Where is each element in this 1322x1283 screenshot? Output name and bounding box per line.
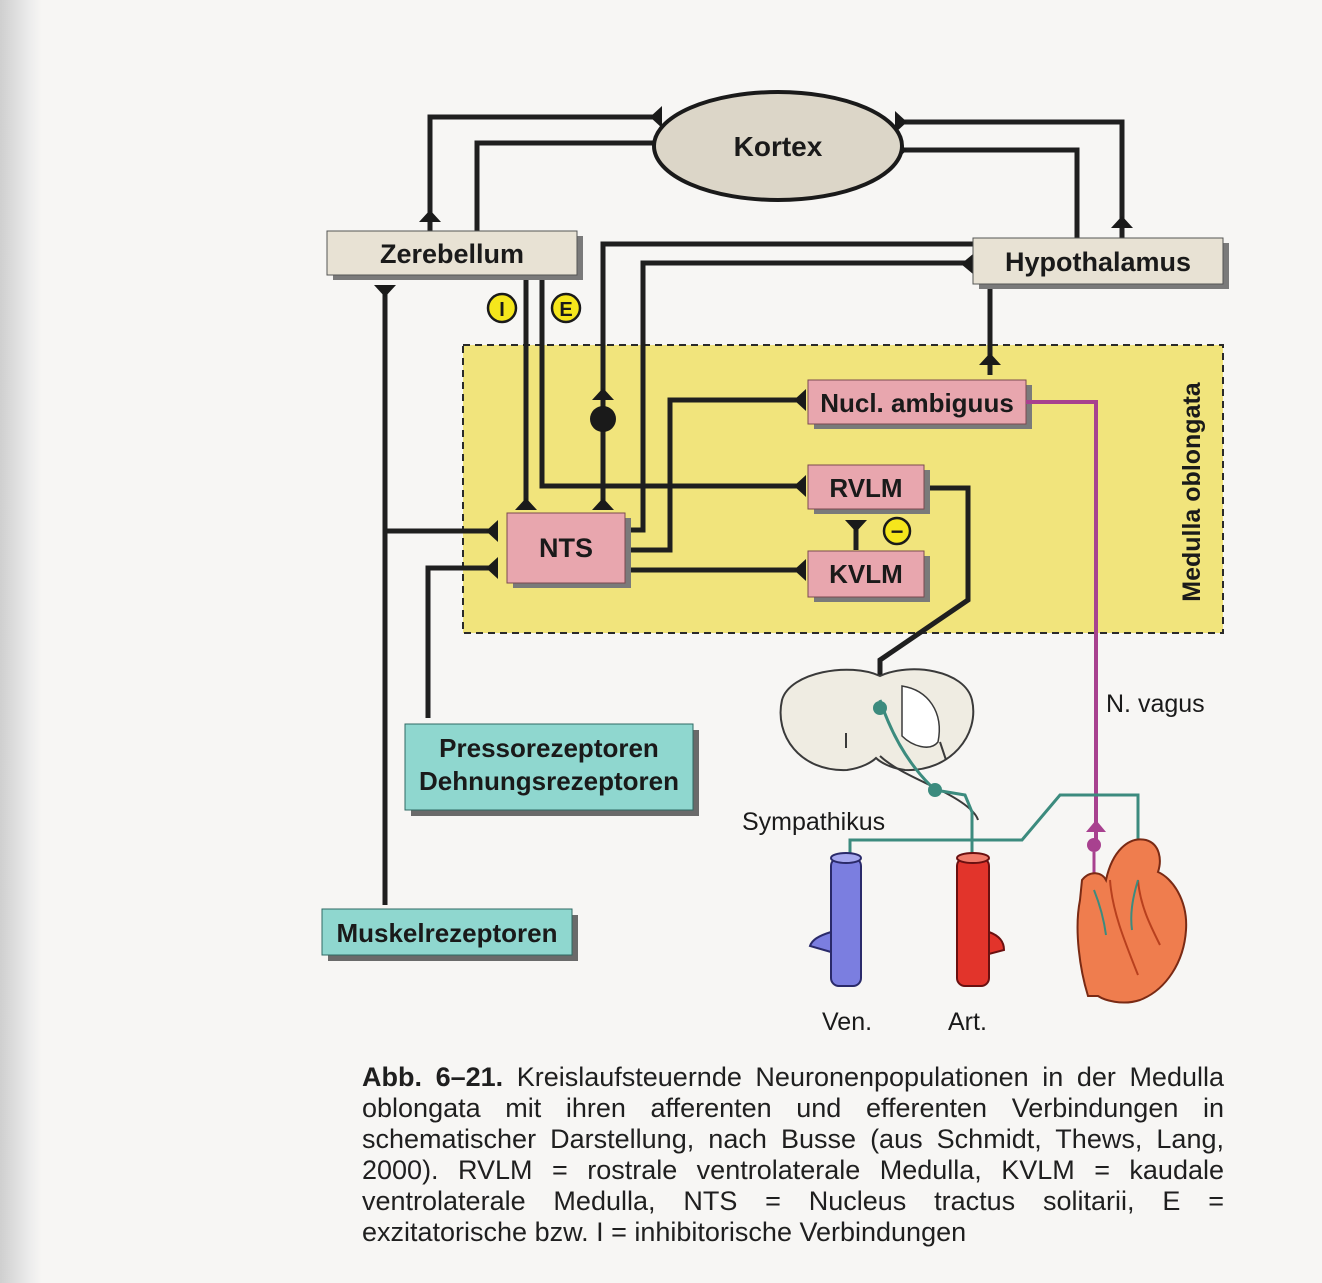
svg-text:E: E [559, 299, 572, 321]
arrowhead-hypothalamus-top [1111, 216, 1133, 228]
line-hypothalamus-to-kortex [895, 147, 1080, 238]
kvlm-label: KVLM [829, 559, 903, 589]
page-gutter-shadow [0, 0, 42, 1283]
kortex-node [652, 90, 904, 202]
muskelrezeptoren-node: Muskelrezeptoren [321, 908, 578, 961]
heart-icon [1076, 838, 1188, 1004]
line-nts-ambiguus [623, 397, 806, 553]
connection-lines [382, 114, 1125, 905]
artery-vessel [956, 852, 1006, 987]
figure-caption-text: Kreislaufsteuernde Neuronenpopulationen … [362, 1062, 1224, 1247]
nts-label: NTS [539, 533, 593, 563]
line-hypothalamus-nts-2 [623, 260, 973, 533]
arrowhead-zerebellum-bottom [374, 285, 396, 297]
arrowhead-ambiguus-top [979, 353, 1001, 365]
line-hypothalamus-nts-1 [600, 241, 973, 410]
hypothalamus-node: Hypothalamus [972, 237, 1229, 289]
arrowhead-hypothalamus-left [961, 254, 973, 274]
arrowhead-kvlm-left [794, 559, 806, 581]
excitatory-badge: E [550, 292, 582, 324]
arrowhead-nts-top-1 [515, 498, 537, 510]
svg-text:I: I [499, 299, 505, 321]
line-presso-nts [425, 565, 498, 718]
sympathikus-label: Sympathikus [742, 808, 885, 836]
vagus-ganglion [1087, 838, 1101, 852]
line-zerebellum-to-kortex [427, 114, 662, 232]
medulla-oblongata-label: Medulla oblongata [1178, 381, 1206, 602]
arrowhead-upward-nts [592, 388, 614, 400]
line-rvlm-spinal [877, 485, 971, 690]
line-zerebellum-rvlm-excitatory [539, 278, 806, 489]
arrowhead-nts-left-2 [486, 557, 498, 579]
hypothalamus-label: Hypothalamus [1005, 247, 1191, 277]
arrowhead-rvlm-left [794, 475, 806, 497]
vagus-nerve-line [1026, 400, 1098, 845]
rvlm-node: RVLM [807, 464, 930, 514]
pressorezeptoren-node: Pressorezeptoren Dehnungsrezeptoren [404, 723, 699, 816]
line-kortex-to-hypothalamus [895, 119, 1125, 238]
rvlm-label: RVLM [829, 473, 902, 503]
zerebellum-node: Zerebellum [326, 230, 583, 280]
vagus-label: N. vagus [1106, 690, 1205, 718]
zerebellum-label: Zerebellum [380, 239, 524, 269]
arrowhead-kortex-1 [650, 106, 662, 128]
line-kortex-to-zerebellum [474, 140, 662, 232]
figure-caption: Abb. 6–21. Kreislaufsteuernde Neuronenpo… [362, 1062, 1224, 1248]
arrowhead-nts-left-1 [486, 520, 498, 542]
pressorezeptoren-label-2: Dehnungsrezeptoren [419, 766, 679, 796]
muskelrezeptoren-label: Muskelrezeptoren [336, 918, 557, 948]
circulation-control-diagram: Medulla oblongata [321, 90, 1229, 1036]
svg-text:−: − [891, 519, 904, 544]
arrowheads [374, 106, 1133, 702]
arrowhead-kortex-3 [895, 111, 907, 133]
arrowhead-rvlm-bottom [845, 520, 867, 532]
nucl-ambiguus-node: Nucl. ambiguus [807, 379, 1032, 429]
ven-label: Ven. [822, 1008, 872, 1036]
art-label: Art. [948, 1008, 987, 1036]
arrowhead-zerebellum-top [419, 210, 441, 222]
spinal-cord-section [779, 668, 979, 821]
vein-vessel [808, 852, 862, 987]
inhibitory-badge: I [486, 292, 518, 324]
figure-label: Abb. 6–21. [362, 1062, 504, 1092]
kvlm-node: KVLM [807, 550, 930, 602]
vagus-arrowhead [1086, 820, 1106, 832]
arrowhead-nts-top-2 [592, 498, 614, 510]
arrowhead-ambiguus-left [794, 389, 806, 411]
nts-node: NTS [506, 512, 631, 588]
kortex-label: Kortex [734, 131, 823, 162]
minus-badge: − [882, 516, 912, 546]
inhibitory-synapse-dot [590, 406, 616, 432]
pressorezeptoren-label-1: Pressorezeptoren [439, 733, 659, 763]
nucl-ambiguus-label: Nucl. ambiguus [820, 388, 1014, 418]
